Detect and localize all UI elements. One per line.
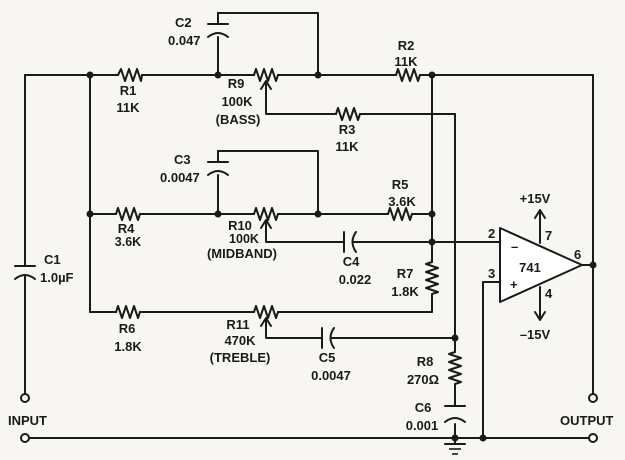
supply-positive-label: +15V xyxy=(520,191,551,206)
r6-value: 1.8K xyxy=(114,339,142,354)
resistor-r5 xyxy=(387,207,413,221)
resistor-r7 xyxy=(425,261,439,299)
resistor-r3 xyxy=(335,107,361,121)
capacitor-c2 xyxy=(207,12,229,38)
r5-ref: R5 xyxy=(392,177,409,192)
r11-function: (TREBLE) xyxy=(210,350,271,365)
capacitor-c3 xyxy=(207,150,229,176)
r1-value: 11K xyxy=(116,100,140,115)
r8-ref: R8 xyxy=(417,354,434,369)
r3-value: 11K xyxy=(335,139,359,154)
opamp-pin-4: 4 xyxy=(545,286,553,301)
c2-ref: C2 xyxy=(175,15,192,30)
r1-ref: R1 xyxy=(120,83,137,98)
r10-ref: R10 xyxy=(228,218,252,233)
output-label: OUTPUT xyxy=(560,413,614,428)
r11-ref: R11 xyxy=(226,317,249,332)
junction-dots xyxy=(86,71,597,442)
r9-ref: R9 xyxy=(228,76,245,91)
wiring xyxy=(24,12,594,455)
opamp-pin-2: 2 xyxy=(488,226,495,241)
r6-ref: R6 xyxy=(119,321,136,336)
potentiometer-r11 xyxy=(253,305,279,331)
r10-value: 100K xyxy=(229,232,259,246)
c4-ref: C4 xyxy=(343,254,360,269)
resistor-r6 xyxy=(115,305,141,319)
resistor-r2 xyxy=(395,68,421,82)
opamp-pin-7: 7 xyxy=(545,228,552,243)
r7-ref: R7 xyxy=(397,266,414,281)
output-terminals xyxy=(588,393,598,443)
potentiometer-r10 xyxy=(253,207,279,235)
r8-value: 270Ω xyxy=(407,372,439,387)
capacitor-c6 xyxy=(444,405,466,423)
r11-value: 470K xyxy=(224,333,256,348)
supply-negative-label: –15V xyxy=(520,327,551,342)
r5-value: 3.6K xyxy=(388,194,416,209)
r2-value: 11K xyxy=(394,54,418,69)
c5-value: 0.0047 xyxy=(311,368,351,383)
r3-ref: R3 xyxy=(339,122,356,137)
r9-value: 100K xyxy=(221,94,253,109)
resistor-r4 xyxy=(115,207,141,221)
opamp-plus-sign: + xyxy=(510,277,518,292)
opamp-minus-sign: – xyxy=(511,239,518,254)
c1-value: 1.0µF xyxy=(40,270,74,285)
c5-ref: C5 xyxy=(319,350,336,365)
opamp-part-label: 741 xyxy=(519,260,541,275)
input-label: INPUT xyxy=(8,413,47,428)
opamp-pin-6: 6 xyxy=(574,247,581,262)
opamp-pin-3: 3 xyxy=(488,266,495,281)
capacitor-c5 xyxy=(321,327,335,349)
r10-function: (MIDBAND) xyxy=(207,246,277,261)
r4-value: 3.6K xyxy=(115,235,141,249)
c6-value: 0.001 xyxy=(406,418,439,433)
r9-function: (BASS) xyxy=(216,112,261,127)
potentiometer-r9 xyxy=(253,68,279,99)
r7-value: 1.8K xyxy=(391,284,419,299)
c6-ref: C6 xyxy=(415,400,432,415)
c3-ref: C3 xyxy=(174,152,191,167)
c1-ref: C1 xyxy=(44,252,61,267)
r4-ref: R4 xyxy=(118,221,135,236)
input-terminals xyxy=(20,393,30,443)
r2-ref: R2 xyxy=(398,38,415,53)
resistor-r1 xyxy=(117,68,143,82)
capacitor-c4 xyxy=(343,231,357,253)
capacitor-c1 xyxy=(14,265,36,280)
opamp-741 xyxy=(499,227,583,303)
c2-value: 0.047 xyxy=(168,33,201,48)
c3-value: 0.0047 xyxy=(160,170,200,185)
resistor-r8 xyxy=(448,351,462,389)
c4-value: 0.022 xyxy=(339,272,372,287)
